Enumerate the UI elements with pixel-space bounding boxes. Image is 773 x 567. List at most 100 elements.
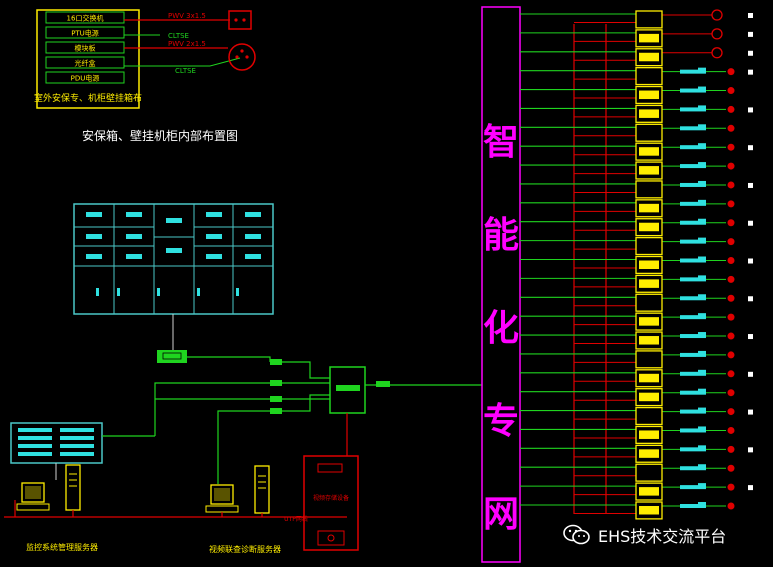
cable-label-top: CLTSE (168, 32, 189, 40)
left-pc-tower (65, 464, 81, 511)
sensor-icon (727, 181, 735, 189)
sensor-icon (727, 275, 735, 283)
video-recorder: 视频存储设备 UTP网线 (284, 455, 359, 551)
camera-body (680, 220, 698, 225)
power-label-top: PWV 3x1.5 (168, 12, 206, 20)
terminal-box (635, 350, 663, 369)
terminal-devices (635, 9, 753, 520)
terminal-box (635, 293, 663, 312)
camera-icon (711, 47, 723, 59)
camera-icon (711, 9, 723, 21)
terminal-box (635, 199, 663, 218)
terminal-box (635, 29, 663, 48)
terminal-box (635, 425, 663, 444)
left-pc-monitor (21, 482, 45, 503)
camera-icon (711, 28, 723, 40)
cabinet-row-label: 光纤盒 (75, 59, 96, 68)
camera-body (680, 107, 698, 112)
drawer-handle (206, 234, 222, 239)
camera-body (680, 164, 698, 169)
sensor-icon (727, 464, 735, 472)
core-links (154, 356, 482, 484)
drawer-handle (245, 234, 261, 239)
monitor-tile (18, 436, 52, 440)
network-title-char: 能 (483, 215, 519, 256)
terminal-box (635, 67, 663, 86)
camera-body (680, 409, 698, 414)
monitor-tile (60, 436, 94, 440)
camera-body (680, 504, 698, 508)
monitor-tile (60, 428, 94, 432)
camera-body (680, 390, 698, 395)
camera-body (680, 277, 698, 282)
terminal-box (635, 123, 663, 142)
terminal-box (635, 463, 663, 482)
watermark: EHS技术交流平台 (562, 521, 767, 549)
diagnosis-server-station: 视频联查诊断服务器 (205, 465, 281, 554)
cabinet-footer-label: 室外安保专、机柜壁挂箱布 (34, 92, 142, 104)
network-title-char: 智 (483, 122, 519, 163)
drawer-handle (126, 212, 142, 217)
cable-line-bottom (124, 57, 241, 67)
terminal-box (635, 10, 663, 29)
cabinet-row-label: 模块板 (75, 44, 96, 53)
camera-body (680, 447, 698, 452)
terminal-box (635, 180, 663, 199)
left-pc-label: 监控系统管理服务器 (26, 542, 98, 552)
terminal-box (635, 444, 663, 463)
drawer-handle (206, 212, 222, 217)
camera-body (680, 182, 698, 187)
network-title-char: 专 (483, 401, 519, 442)
network-switch-small (157, 350, 187, 363)
cabinet-layout-title: 安保箱、壁挂机柜内部布置图 (82, 128, 238, 143)
cabinet-row (45, 56, 125, 69)
drawer-handle (245, 254, 261, 259)
backbone-box (481, 6, 521, 563)
cabinet-row (45, 11, 125, 24)
sensor-icon (727, 200, 735, 208)
storage-cabinet-bank (73, 203, 274, 315)
camera-body (680, 428, 698, 433)
cabinet-row-label: PDU电源 (71, 74, 100, 83)
sensor-icon (727, 426, 735, 434)
terminal-box (635, 104, 663, 123)
power-outlet-icon (228, 10, 252, 30)
mid-pc-monitor (210, 484, 234, 505)
sensor-icon (727, 445, 735, 453)
camera-body (680, 69, 698, 74)
sensor-icon (727, 502, 735, 510)
terminal-box (635, 406, 663, 426)
camera-body (680, 352, 698, 357)
cabinet-box-outline (36, 9, 140, 109)
camera-body (680, 485, 698, 490)
terminal-box (635, 85, 663, 105)
camera-body (680, 296, 698, 301)
terminal-box (635, 312, 663, 331)
cabinet-row-label: PTU电源 (71, 29, 99, 38)
round-socket-icon (228, 43, 256, 71)
terminal-box (635, 369, 663, 388)
recorder-cabinet (303, 455, 359, 551)
monitor-tile (18, 444, 52, 448)
cabinet-row (45, 26, 125, 39)
terminal-box (635, 218, 663, 237)
sensor-icon (727, 162, 735, 170)
sensor-icon (727, 351, 735, 359)
camera-body (680, 239, 698, 244)
sensor-icon (727, 238, 735, 246)
drawer-handle (126, 254, 142, 259)
sensor-icon (727, 408, 735, 416)
sensor-icon (727, 389, 735, 397)
monitor-tile (18, 428, 52, 432)
drawer-handle (86, 212, 102, 217)
monitor-tile (60, 452, 94, 456)
camera-body (680, 201, 698, 206)
camera-body (680, 334, 698, 339)
terminal-box (635, 501, 663, 520)
sensor-icon (727, 105, 735, 113)
wechat-icon (563, 524, 590, 545)
terminal-box (635, 48, 663, 67)
camera-body (680, 466, 698, 471)
network-title-char: 网 (483, 494, 519, 535)
